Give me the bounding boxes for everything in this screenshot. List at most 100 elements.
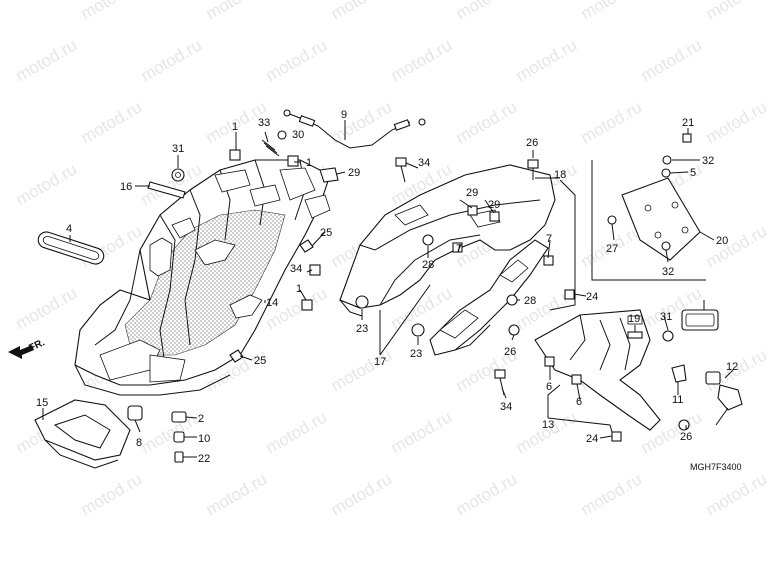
key-set — [705, 371, 743, 426]
watermark-text: motod.ru — [138, 35, 206, 85]
watermark-text: motod.ru — [138, 407, 206, 457]
callout-5: 5 — [690, 167, 696, 179]
callout-7b: 7 — [546, 233, 552, 245]
callout-9: 9 — [341, 109, 347, 121]
callout-16: 16 — [120, 181, 132, 193]
grommet-right — [662, 330, 674, 342]
callout-29a: 29 — [348, 167, 360, 179]
seal-19 — [627, 331, 643, 339]
watermark-text: motod.ru — [328, 469, 396, 519]
callout-26b: 26 — [504, 346, 516, 358]
callout-18: 18 — [554, 169, 566, 181]
callout-8: 8 — [136, 437, 142, 449]
watermark-text: motod.ru — [328, 345, 396, 395]
rubber-mount — [127, 405, 143, 421]
callout-21: 21 — [682, 117, 694, 129]
callout-1b: 1 — [306, 157, 312, 169]
watermark-text: motod.ru — [388, 35, 456, 85]
callout-6b: 6 — [576, 396, 582, 408]
watermark-text: motod.ru — [513, 407, 581, 457]
callout-34b: 34 — [290, 263, 302, 275]
callout-11: 11 — [672, 394, 683, 406]
callout-15: 15 — [36, 397, 48, 409]
callout-25a: 25 — [320, 227, 332, 239]
callout-19: 19 — [628, 313, 640, 325]
seat-cable — [283, 109, 426, 149]
callout-32b: 32 — [662, 266, 674, 278]
bolt-34-left — [309, 264, 321, 276]
direction-label: FR. — [27, 337, 46, 354]
license-bracket — [534, 309, 661, 431]
callout-25b: 25 — [254, 355, 266, 367]
clip-29 — [319, 167, 339, 183]
screw-26 — [527, 159, 539, 180]
watermark-text: motod.ru — [453, 469, 521, 519]
watermark-text: motod.ru — [13, 283, 81, 333]
watermark-text: motod.ru — [453, 0, 521, 23]
watermark-text: motod.ru — [578, 0, 646, 23]
callout-26a: 26 — [526, 137, 538, 149]
bolt-34-center — [395, 157, 407, 183]
callout-29b: 29 — [466, 187, 478, 199]
clips-top — [229, 149, 313, 311]
callout-labels: 1 1 1 2 4 5 6 6 7 7 8 9 10 11 12 13 14 1… — [27, 109, 741, 472]
watermark-text: motod.ru — [703, 221, 768, 271]
watermark-text: motod.ru — [578, 97, 646, 147]
callout-1a: 1 — [232, 121, 238, 133]
watermark-text: motod.ru — [328, 0, 396, 23]
watermark-text: motod.ru — [578, 469, 646, 519]
watermark-text: motod.ru — [638, 35, 706, 85]
watermark-text: motod.ru — [453, 97, 521, 147]
watermark-text: motod.ru — [78, 0, 146, 23]
callout-34a: 34 — [418, 157, 430, 169]
callout-24a: 24 — [586, 291, 598, 303]
callout-14: 14 — [266, 297, 278, 309]
callout-4: 4 — [66, 223, 72, 235]
callout-28b: 28 — [524, 295, 536, 307]
watermark-text: motod.ru — [13, 35, 81, 85]
callout-20: 20 — [716, 235, 728, 247]
diagram-code: MGH7F3400 — [690, 462, 742, 472]
callout-6a: 6 — [546, 381, 552, 393]
callout-26c: 26 — [680, 431, 692, 443]
watermark-text: motod.ru — [203, 469, 271, 519]
callout-23a: 23 — [356, 323, 368, 335]
callout-17: 17 — [374, 356, 386, 368]
watermark-text: motod.ru — [78, 469, 146, 519]
callout-22: 22 — [198, 453, 210, 465]
front-direction-arrow — [8, 345, 34, 359]
watermark-text: motod.ru — [703, 469, 768, 519]
callout-1c: 1 — [296, 283, 302, 295]
rear-fender-assembly — [74, 159, 331, 396]
callout-12: 12 — [726, 361, 738, 373]
callout-32a: 32 — [702, 155, 714, 167]
grab-rail — [429, 239, 549, 356]
watermark-text: motod.ru — [513, 35, 581, 85]
callout-30: 30 — [292, 129, 304, 141]
clip-11 — [671, 364, 687, 383]
callout-27: 27 — [606, 243, 618, 255]
watermark-text: motod.ru — [388, 407, 456, 457]
callout-7a: 7 — [456, 243, 462, 255]
rubber-band — [37, 231, 105, 265]
watermark-text: motod.ru — [263, 407, 331, 457]
callout-31a: 31 — [172, 143, 184, 155]
grommet-left — [171, 168, 185, 182]
callout-28a: 28 — [422, 259, 434, 271]
callout-34c: 34 — [500, 401, 512, 413]
collars-23 — [355, 295, 425, 337]
watermark-text: motod.ru — [203, 0, 271, 23]
watermark-text: motod.ru — [78, 97, 146, 147]
callout-23b: 23 — [410, 348, 422, 360]
callout-33: 33 — [258, 117, 270, 129]
reflector — [681, 309, 719, 331]
watermark-text: motod.ru — [703, 0, 768, 23]
leader-lines — [42, 120, 734, 458]
mount-stack — [171, 411, 187, 463]
watermark-text: motod.ru — [703, 97, 768, 147]
watermark-text: motod.ru — [263, 35, 331, 85]
splash-guard — [34, 399, 131, 469]
bolts-25 — [229, 239, 314, 363]
callout-2: 2 — [198, 413, 204, 425]
